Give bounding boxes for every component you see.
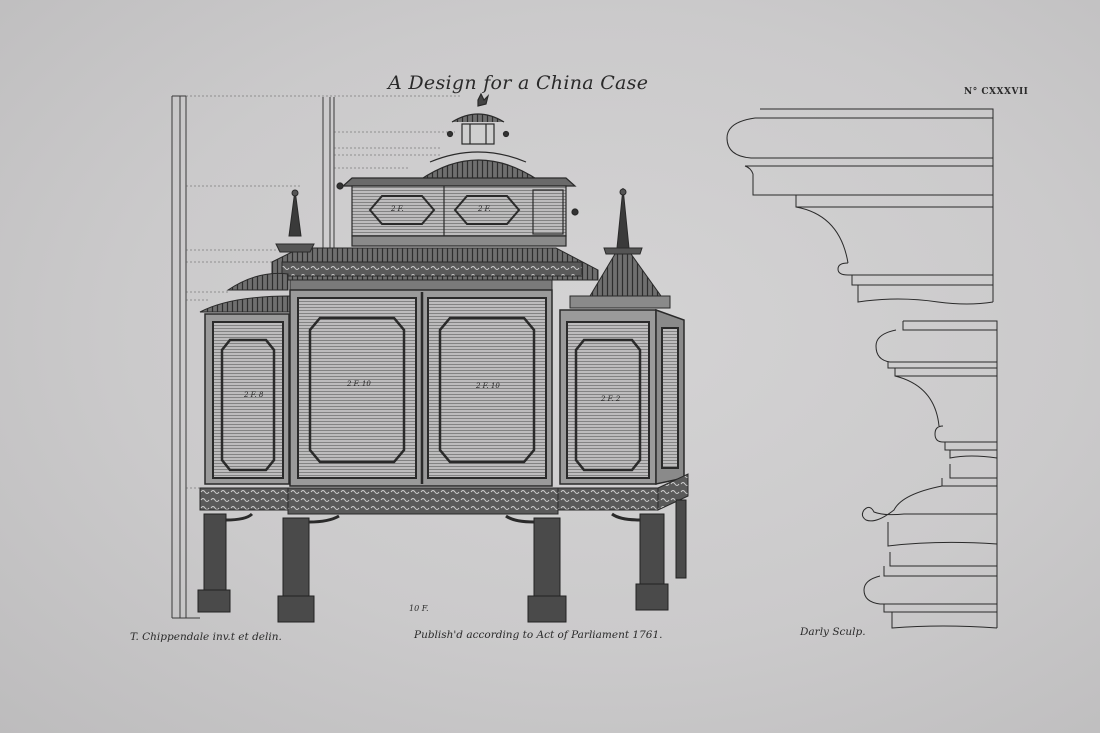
main-panel-label: 2 F. 8: [244, 391, 264, 399]
engraver-credit: Darly Sculp.: [800, 626, 866, 638]
upper-box: [336, 177, 579, 247]
right-finial: [569, 187, 671, 309]
plate-title: A Design for a China Case: [388, 72, 649, 94]
panel-fretwork: [220, 292, 642, 484]
inventor-credit: T. Chippendale inv.t et delin.: [130, 631, 282, 643]
dimension-leader-lines: [186, 95, 460, 489]
plate-number: N° CXXXVII: [964, 87, 1029, 97]
cabinet-legs: [197, 499, 687, 623]
cornice-moulding-profile: [726, 108, 994, 305]
dimension-ruler-left: [171, 95, 335, 619]
scale-label: 10 F.: [409, 604, 429, 613]
main-roof: [271, 247, 599, 291]
main-panel-label: 2 F. 2: [601, 395, 621, 403]
main-panel-label: 2 F. 10: [347, 380, 371, 388]
left-finial: [199, 189, 315, 313]
publication-line: Publish'd according to Act of Parliament…: [414, 629, 663, 641]
glazed-panels: [212, 297, 679, 479]
base-frieze: [199, 473, 689, 515]
upper-panel-label: 2 F.: [391, 205, 404, 213]
main-panel-label: 2 F. 10: [476, 382, 500, 390]
upper-panel-label: 2 F.: [478, 205, 491, 213]
base-moulding-profile: [861, 320, 998, 629]
top-cupola: [418, 92, 540, 181]
